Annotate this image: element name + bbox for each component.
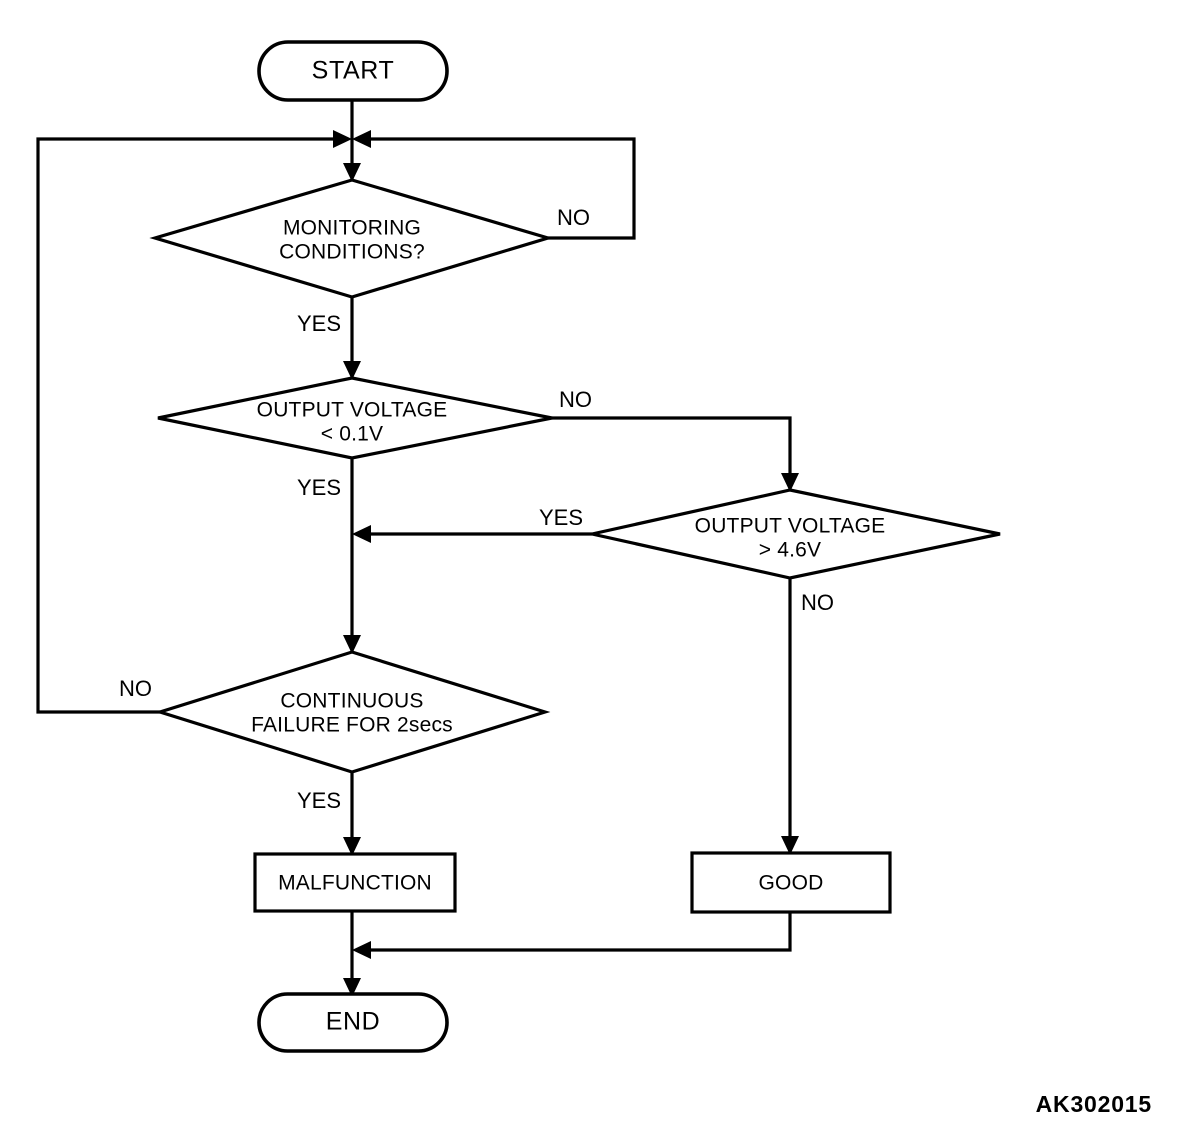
edge-voltage-high-no	[781, 578, 799, 855]
edge-label-voltage-high-yes: YES	[539, 505, 583, 530]
edge-good-to-end	[352, 912, 792, 959]
node-output-voltage-high: OUTPUT VOLTAGE > 4.6V	[591, 488, 1001, 580]
node-continuous-failure: CONTINUOUS FAILURE FOR 2secs	[154, 650, 551, 774]
node-voltage-high-line2: > 4.6V	[759, 539, 822, 562]
figure-code-label: AK302015	[1036, 1091, 1152, 1117]
edge-start-to-monitoring	[343, 100, 361, 182]
node-monitoring-line1: MONITORING	[283, 217, 421, 240]
edge-failure-no-loopback	[36, 130, 352, 714]
node-voltage-high-line1: OUTPUT VOLTAGE	[695, 515, 886, 538]
edge-label-voltage-high-no: NO	[801, 590, 834, 615]
node-good-label: GOOD	[759, 872, 824, 895]
edge-label-monitoring-yes: YES	[297, 311, 341, 336]
edge-voltage-high-yes	[352, 525, 592, 543]
edge-monitoring-no-loopback	[352, 130, 636, 240]
node-voltage-low-line2: < 0.1V	[321, 423, 384, 446]
node-monitoring-line2: CONDITIONS?	[279, 241, 425, 264]
node-end-label: END	[326, 1008, 381, 1036]
node-output-voltage-low: OUTPUT VOLTAGE < 0.1V	[157, 376, 553, 460]
edge-label-failure-no: NO	[119, 676, 152, 701]
edge-monitoring-yes	[343, 297, 361, 380]
edge-label-voltage-low-yes: YES	[297, 475, 341, 500]
edge-voltage-low-yes	[343, 458, 361, 654]
edge-voltage-low-no	[552, 416, 799, 492]
edge-label-voltage-low-no: NO	[559, 387, 592, 412]
node-malfunction-label: MALFUNCTION	[278, 872, 432, 895]
edge-label-monitoring-no: NO	[557, 205, 590, 230]
edge-label-failure-yes: YES	[297, 788, 341, 813]
node-failure-line2: FAILURE FOR 2secs	[251, 714, 453, 737]
node-monitoring-conditions: MONITORING CONDITIONS?	[149, 178, 554, 299]
node-voltage-low-line1: OUTPUT VOLTAGE	[257, 399, 448, 422]
node-failure-line1: CONTINUOUS	[280, 690, 423, 713]
node-malfunction: MALFUNCTION	[253, 852, 457, 913]
edge-malfunction-to-end	[343, 911, 361, 997]
node-start-label: START	[312, 57, 395, 85]
node-end: END	[257, 992, 449, 1053]
node-good: GOOD	[690, 851, 892, 914]
node-start: START	[257, 40, 449, 102]
edge-failure-yes	[343, 772, 361, 856]
